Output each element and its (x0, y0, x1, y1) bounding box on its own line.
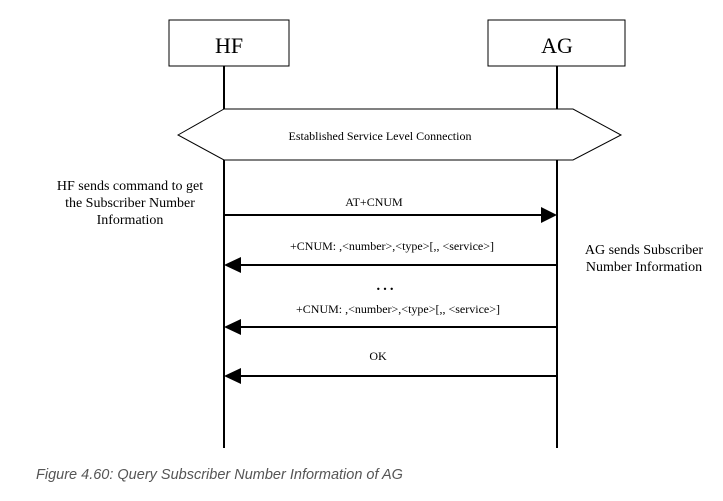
message-label-cnum-response-2: +CNUM: ,<number>,<type>[,, <service>] (296, 302, 500, 316)
message-label-at-cnum: AT+CNUM (345, 195, 403, 209)
hf-note-line-2: the Subscriber Number (65, 196, 195, 211)
ag-note-line-1: AG sends Subscriber (584, 243, 704, 258)
hf-note: HF sends command to get the Subscriber N… (40, 178, 220, 229)
arrowhead-left (224, 257, 241, 273)
arrowhead-right (541, 207, 557, 223)
ag-note-line-2: Number Information (585, 260, 703, 275)
hf-note-line-1: HF sends command to get (56, 179, 204, 194)
ellipsis: … (375, 273, 395, 295)
ag-participant-box (487, 19, 626, 67)
hf-participant-label: HF (215, 33, 243, 58)
hf-note-line-3: Information (96, 213, 164, 228)
hf-participant-box (168, 19, 290, 67)
connection-label: Established Service Level Connection (289, 129, 472, 143)
ag-note: AG sends Subscriber Number Information (574, 242, 714, 276)
figure-caption: Figure 4.60: Query Subscriber Number Inf… (36, 467, 403, 483)
message-label-ok: OK (369, 349, 387, 363)
message-label-cnum-response-1: +CNUM: ,<number>,<type>[,, <service>] (290, 239, 494, 253)
arrowhead-left (224, 319, 241, 335)
connection-hexagon (176, 108, 623, 161)
arrowhead-left (224, 368, 241, 384)
ag-participant-label: AG (541, 33, 573, 58)
